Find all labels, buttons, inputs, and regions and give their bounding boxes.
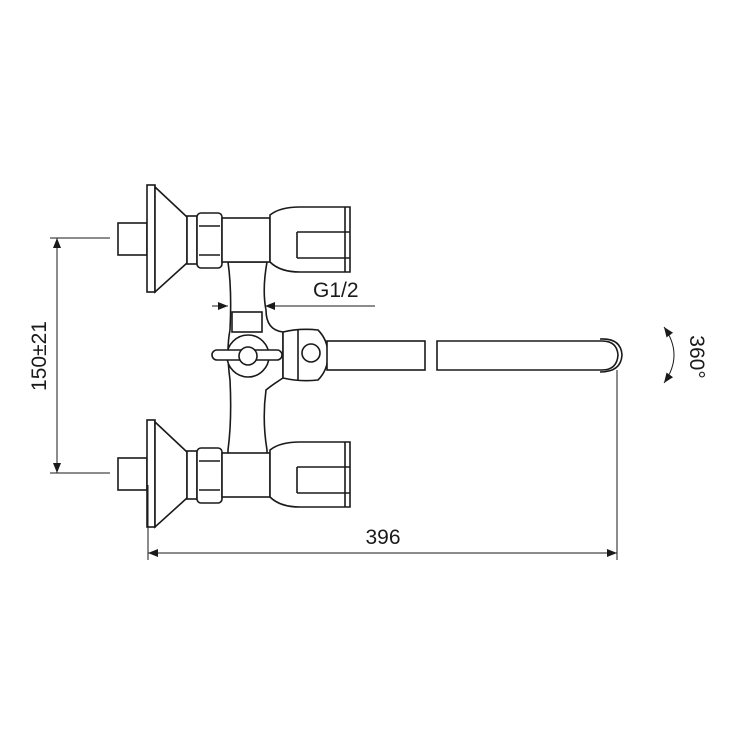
hex-nut	[196, 212, 223, 269]
dimension-rotation: 360°	[663, 326, 708, 384]
dimension-length: 396	[147, 370, 618, 560]
escutcheon-flange	[146, 184, 156, 293]
inlet-stub	[117, 222, 148, 256]
lower-fitting	[117, 419, 351, 529]
diverter-cap	[231, 311, 263, 333]
valve-body	[221, 217, 271, 263]
dimension-thread: G1/2	[212, 279, 375, 310]
upper-fitting	[117, 184, 351, 294]
dimension-centers: 150±21	[28, 237, 110, 474]
length-label: 396	[365, 526, 400, 549]
spout-pipe	[326, 340, 426, 371]
spout-outlet	[436, 340, 619, 371]
centers-label: 150±21	[28, 321, 51, 391]
escutcheon-cone	[154, 185, 188, 294]
thread-label: G1/2	[313, 279, 359, 302]
valve-handle	[269, 206, 351, 273]
rotation-label: 360°	[685, 335, 708, 378]
